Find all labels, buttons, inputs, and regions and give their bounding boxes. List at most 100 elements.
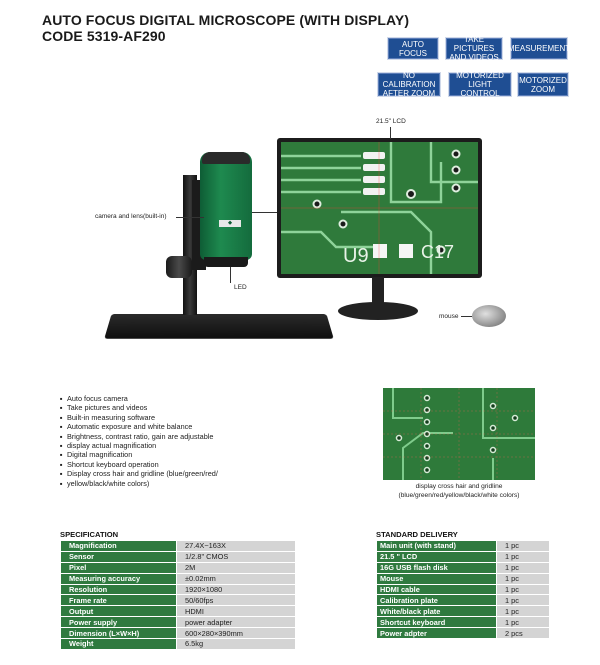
screen-label-u9: U9 <box>343 245 369 267</box>
spec-key: Frame rate <box>60 594 177 607</box>
screen-label-c17: C17 <box>421 242 454 262</box>
delivery-item: 21.5 " LCD <box>376 550 497 563</box>
spec-value: 27.4X~163X <box>176 540 296 552</box>
monitor-stand-foot <box>338 302 418 320</box>
delivery-item: Calibration plate <box>376 594 497 607</box>
delivery-item: Power adpter <box>376 627 497 640</box>
delivery-qty: 1 pc <box>496 616 550 629</box>
spec-value: 600×280×390mm <box>176 627 296 640</box>
delivery-qty: 1 pc <box>496 540 550 552</box>
monitor-screen: U9 C17 <box>281 142 478 274</box>
delivery-item: Main unit (with stand) <box>376 540 497 552</box>
feature-item: Automatic exposure and white balance <box>60 422 218 432</box>
delivery-item: White/black plate <box>376 605 497 618</box>
callout-mouse: mouse <box>439 313 459 320</box>
spec-key: Output <box>60 605 177 618</box>
feature-item: Display cross hair and gridline (blue/gr… <box>60 469 218 479</box>
camera-head <box>200 152 252 260</box>
crosshair-sample-image <box>383 388 535 480</box>
focus-knob <box>166 256 192 278</box>
table-row: Dimension (L×W×H)600×280×390mm <box>60 627 296 640</box>
spec-key: Dimension (L×W×H) <box>60 627 177 640</box>
spec-value: ±0.02mm <box>176 572 296 585</box>
spec-value: 6.5kg <box>176 638 296 650</box>
delivery-item: Shortcut keyboard <box>376 616 497 629</box>
delivery-qty: 1 pc <box>496 550 550 563</box>
badge-motorized-zoom: MOTORIZED ZOOM <box>518 73 568 96</box>
delivery-item: Mouse <box>376 572 497 585</box>
delivery-qty: 1 pc <box>496 572 550 585</box>
lcd-monitor: U9 C17 <box>277 138 482 278</box>
feature-list: Auto focus camera Take pictures and vide… <box>60 394 218 488</box>
product-code: CODE 5319-AF290 <box>42 28 166 44</box>
specification-title: SPECIFICATION <box>60 530 119 539</box>
spec-key: Sensor <box>60 550 177 563</box>
camera-lens <box>204 257 248 267</box>
spec-value: 1920×1080 <box>176 583 296 596</box>
badge-motorized-light: MOTORIZED LIGHT CONTROL <box>449 71 511 98</box>
delivery-qty: 1 pc <box>496 605 550 618</box>
camera-head-cap <box>202 152 250 164</box>
badge-measurement: MEASUREMENT <box>508 38 570 59</box>
spec-value: 2M <box>176 561 296 574</box>
spec-value: HDMI <box>176 605 296 618</box>
brand-logo: ◆ <box>219 220 241 227</box>
spec-key: Magnification <box>60 540 177 552</box>
spec-key: Measuring accuracy <box>60 572 177 585</box>
microscope-base <box>104 314 334 339</box>
badge-auto-focus: AUTO FOCUS <box>388 38 438 59</box>
mouse <box>472 305 506 327</box>
callout-lcd: 21.5" LCD <box>376 118 406 125</box>
caption-line: (blue/green/red/yellow/black/white color… <box>398 492 520 499</box>
feature-item: display actual magnification <box>60 441 218 451</box>
badge-no-calibration: NO CALIBRATION AFTER ZOOM <box>378 71 440 98</box>
spec-value: power adapter <box>176 616 296 629</box>
spec-key: Power supply <box>60 616 177 629</box>
feature-item: Auto focus camera <box>60 394 218 404</box>
spec-key: Pixel <box>60 561 177 574</box>
feature-item: Brightness, contrast ratio, gain are adj… <box>60 432 218 442</box>
caption-line: display cross hair and gridline <box>415 483 503 490</box>
feature-item: Built-in measuring software <box>60 413 218 423</box>
feature-item: Take pictures and videos <box>60 403 218 413</box>
feature-item-continued: yellow/black/white colors) <box>60 479 218 489</box>
spec-value: 1/2.8" CMOS <box>176 550 296 563</box>
spec-value: 50/60fps <box>176 594 296 607</box>
delivery-qty: 2 pcs <box>496 627 550 640</box>
delivery-qty: 1 pc <box>496 561 550 574</box>
badge-take-pictures: TAKE PICTURES AND VIDEOS <box>446 35 502 62</box>
delivery-item: HDMI cable <box>376 583 497 596</box>
feature-item: Shortcut keyboard operation <box>60 460 218 470</box>
callout-camera: camera and lens(built-in) <box>95 213 167 220</box>
pcb-screen-image: U9 C17 <box>281 142 478 274</box>
crosshair-caption: display cross hair and gridline (blue/gr… <box>383 482 535 500</box>
table-row: Measuring accuracy±0.02mm <box>60 572 296 585</box>
spec-key: Weight <box>60 638 177 650</box>
feature-item: Digital magnification <box>60 450 218 460</box>
page-title: AUTO FOCUS DIGITAL MICROSCOPE (WITH DISP… <box>42 12 410 28</box>
table-row: Main unit (with stand)1 pc <box>376 540 550 552</box>
delivery-item: 16G USB flash disk <box>376 561 497 574</box>
callout-led: LED <box>234 284 247 291</box>
delivery-title: STANDARD DELIVERY <box>376 530 458 539</box>
delivery-qty: 1 pc <box>496 583 550 596</box>
delivery-qty: 1 pc <box>496 594 550 607</box>
